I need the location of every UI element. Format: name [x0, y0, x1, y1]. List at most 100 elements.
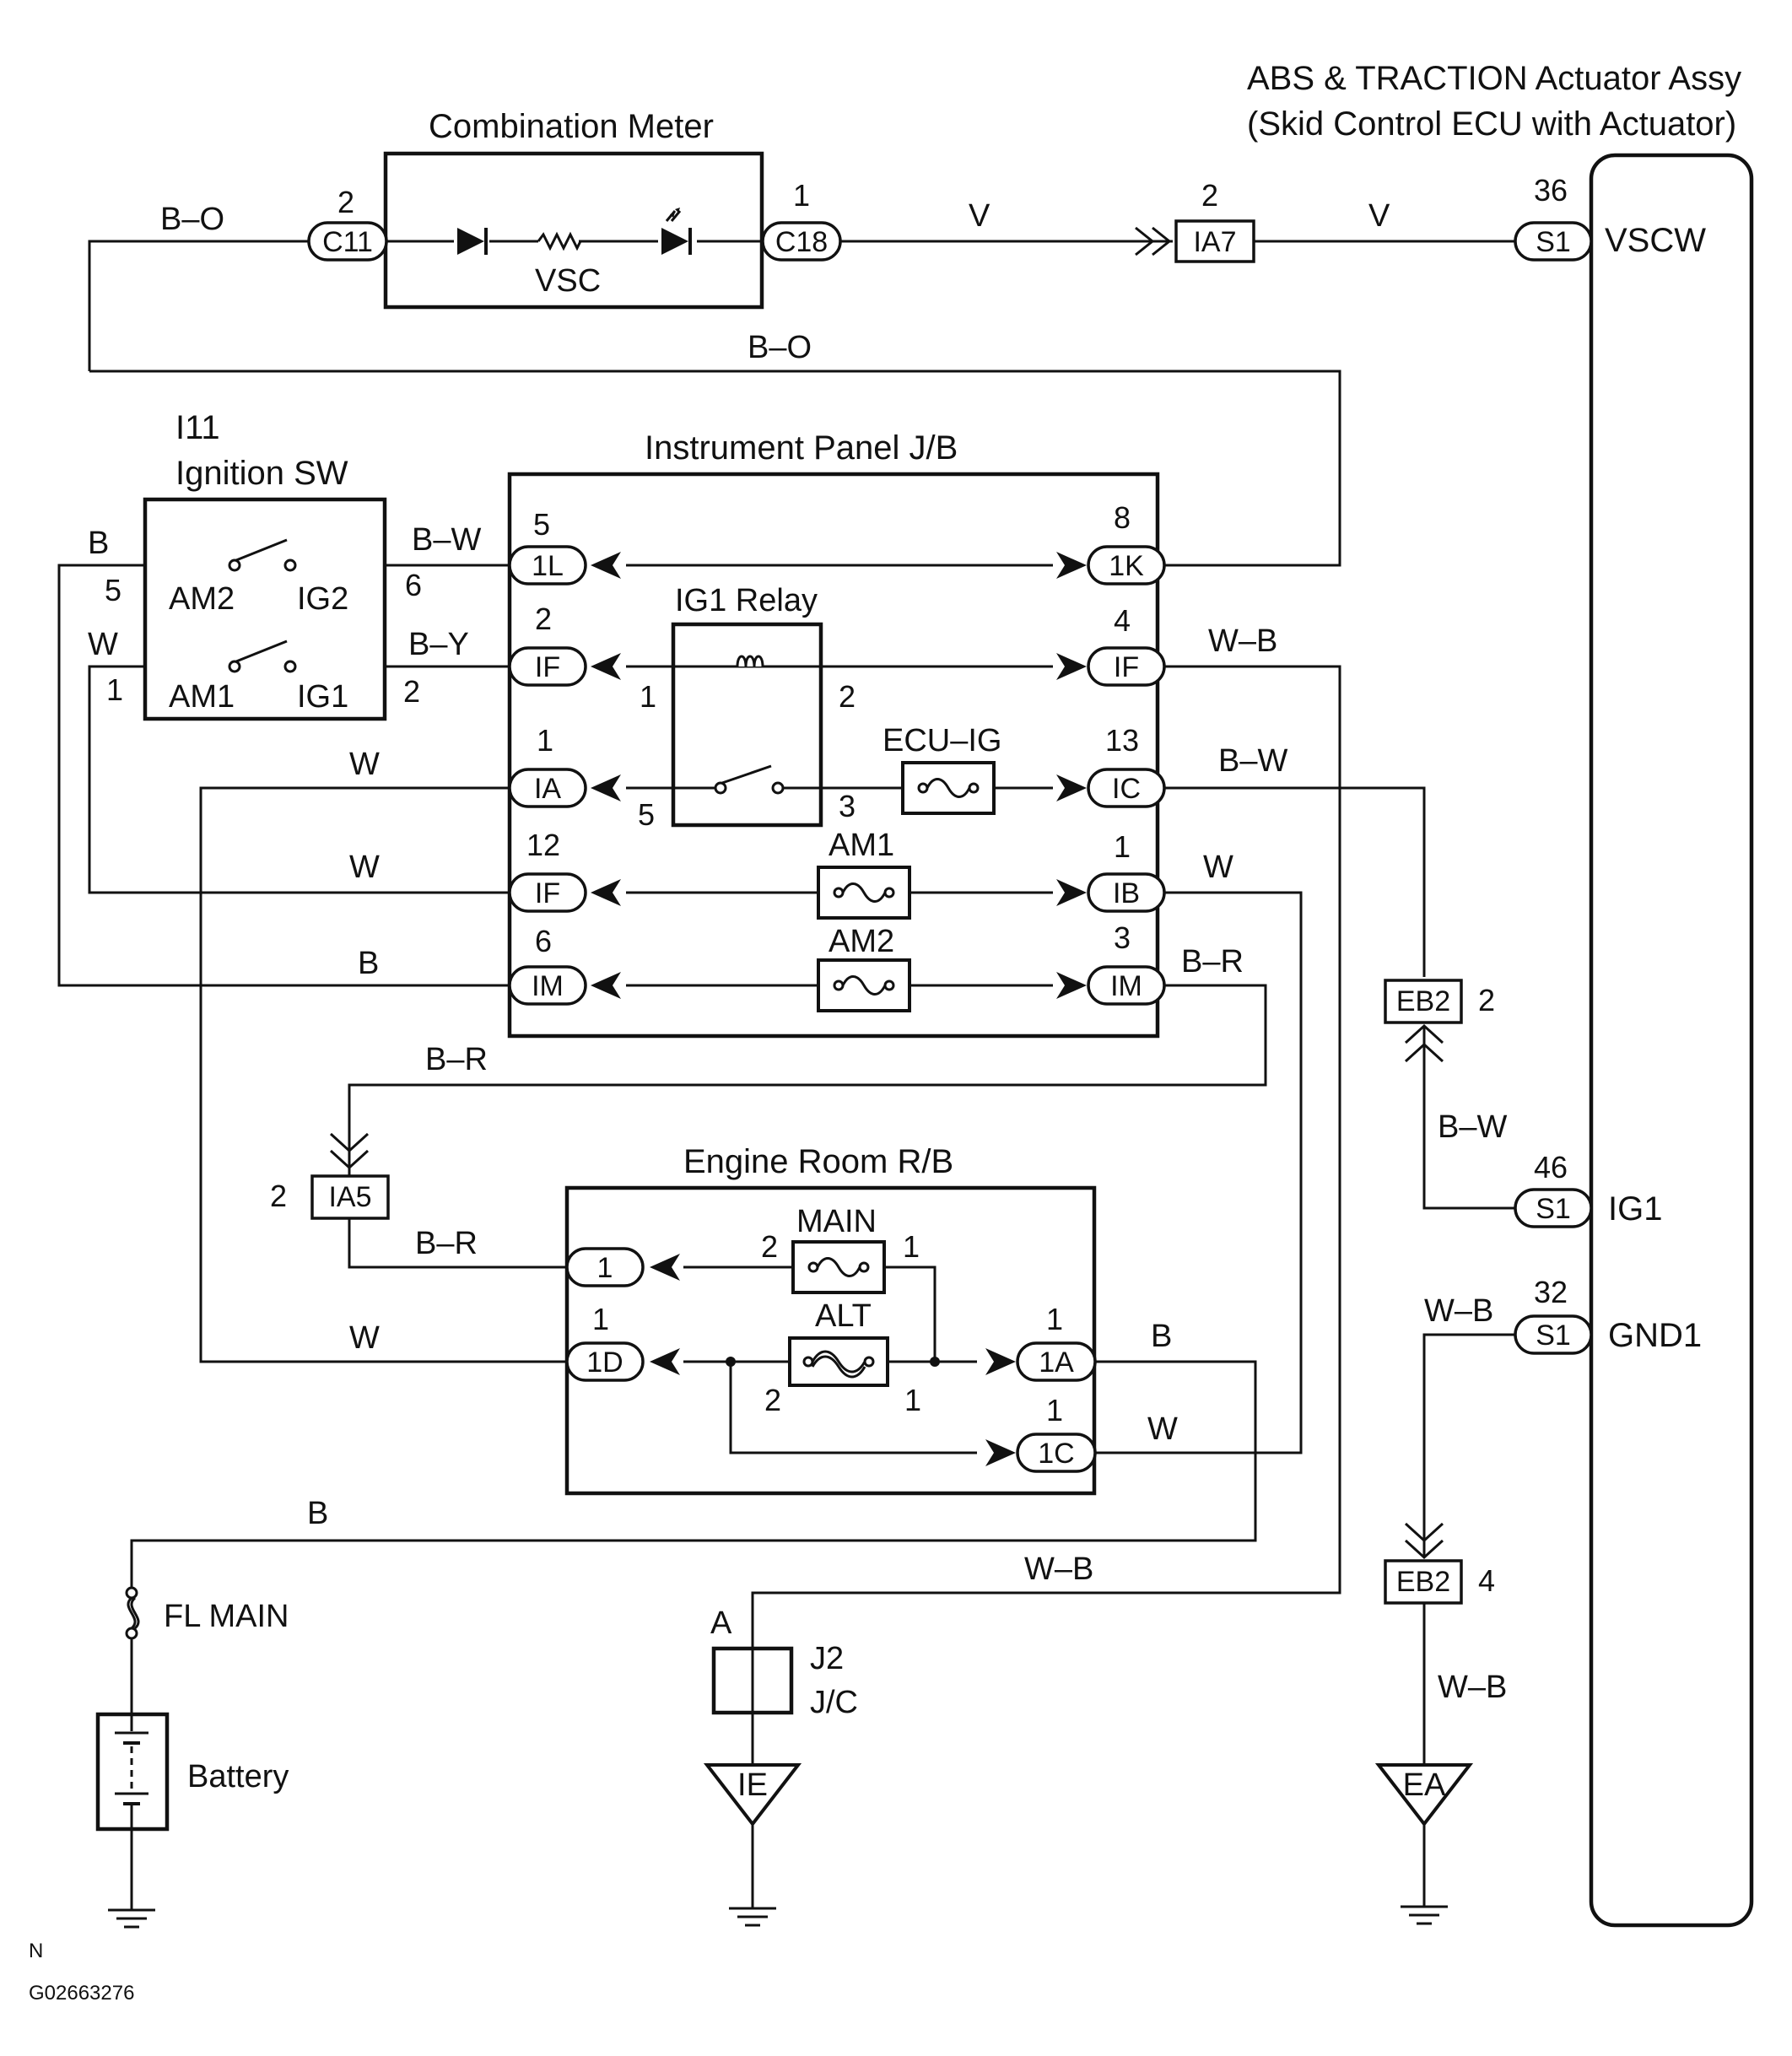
pin-relay-2: 2	[839, 679, 856, 714]
instrument-panel-jb-box	[507, 472, 1160, 1039]
wire-label-w-b-bottom: W–B	[1024, 1551, 1093, 1587]
footer-n: N	[29, 1940, 43, 1962]
connector-er-1d-label: 1D	[586, 1346, 623, 1379]
er-junction-right	[930, 1357, 940, 1367]
connector-eb2-top-label: EB2	[1396, 985, 1450, 1017]
vsc-label: VSC	[535, 263, 601, 299]
connector-er-1c-label: 1C	[1038, 1438, 1074, 1470]
ecu-ig-label: ECU–IG	[883, 723, 1001, 758]
pin-alt-1-bot: 1	[904, 1383, 921, 1417]
abs-actuator-box	[1589, 153, 1754, 1928]
connector-1k-label: 1K	[1109, 550, 1144, 582]
pin-ib: 1	[1114, 829, 1131, 864]
battery-label: Battery	[187, 1759, 289, 1794]
fl-main-fusible-link	[125, 1586, 140, 1640]
main-fuse	[791, 1240, 886, 1294]
wire-label-w-b-ea: W–B	[1438, 1670, 1507, 1705]
wire-b-o-top	[88, 240, 1341, 567]
ignition-sw-code: I11	[175, 409, 220, 446]
wire-label-b-w-right: B–W	[1218, 743, 1287, 779]
terminal-vscw: VSCW	[1605, 222, 1706, 259]
pin-s1-gnd1: 32	[1534, 1275, 1568, 1309]
wire-label-b-bat: B	[307, 1496, 328, 1531]
connector-er-1-label: 1	[597, 1252, 613, 1284]
pin-er-1d: 1	[592, 1302, 609, 1336]
connector-if-4-label: IF	[1114, 651, 1139, 683]
footer-code: G02663276	[29, 1982, 134, 2005]
am2-fuse	[817, 958, 911, 1012]
pin-relay-5: 5	[638, 797, 655, 832]
switch-ig2-label: IG2	[297, 581, 348, 617]
ignition-sw-title: Ignition SW	[175, 455, 348, 492]
pin-main-2: 2	[761, 1229, 778, 1264]
wire-label-v-left: V	[969, 198, 990, 234]
wire-label-w-1d: W	[349, 1320, 380, 1356]
pin-if-2: 2	[535, 602, 552, 636]
wire-b-r-ia5	[348, 1218, 567, 1269]
wire-b-battery	[130, 1360, 1257, 1588]
ground-ea-label: EA	[1403, 1767, 1446, 1803]
vsc-resistor-symbol	[537, 231, 582, 251]
main-fuse-label: MAIN	[796, 1204, 877, 1239]
abs-title-line2: (Skid Control ECU with Actuator)	[1247, 105, 1736, 143]
connector-er-1c	[1016, 1433, 1097, 1473]
battery-icon	[115, 1714, 148, 1829]
engine-room-rb-title: Engine Room R/B	[683, 1143, 953, 1180]
relay-switch-symbol	[714, 764, 785, 795]
ground-triangle-ea	[1374, 1763, 1474, 1827]
connector-ia5-label: IA5	[328, 1181, 371, 1213]
ia5-chevrons	[329, 1132, 370, 1170]
vsc-led-symbol	[661, 208, 692, 255]
engine-room-rb-box	[564, 1185, 1097, 1496]
wire-label-w-if: W	[349, 850, 380, 885]
wire-label-b-y-sw: B–Y	[408, 627, 469, 662]
relay-coil-symbol	[736, 655, 764, 667]
switch-am1-label: AM1	[169, 679, 235, 715]
connector-im-6-label: IM	[532, 970, 564, 1002]
pin-sw-ig1: 2	[403, 674, 420, 709]
ia7-chevrons	[1135, 226, 1172, 256]
wire-label-b-1a: B	[1151, 1319, 1172, 1354]
pin-sw-am1: 1	[106, 672, 123, 707]
connector-ib-label: IB	[1113, 877, 1140, 909]
ig1-relay-box	[671, 622, 823, 828]
jb-left-arrows	[591, 552, 621, 999]
wire-label-b-r-loop: B–R	[425, 1042, 488, 1077]
am1-fuse	[817, 866, 911, 920]
j2-label: J2	[810, 1641, 844, 1676]
pin-im-3: 3	[1114, 920, 1131, 955]
ground-icon-battery	[106, 1898, 157, 1929]
wire-label-w-ib: W	[1203, 850, 1233, 885]
connector-er-1	[565, 1247, 645, 1287]
fl-main-label: FL MAIN	[164, 1599, 289, 1634]
wire-label-b-r-ia5: B–R	[415, 1226, 478, 1261]
jc-label: J/C	[810, 1685, 858, 1720]
pin-if-4: 4	[1114, 603, 1131, 638]
connector-1l	[508, 545, 587, 586]
connector-s1-vscw-label: S1	[1536, 226, 1571, 258]
connector-ia	[508, 768, 587, 808]
jb-right-arrows	[1056, 552, 1087, 999]
pin-relay-3: 3	[839, 789, 856, 823]
pin-c18: 1	[793, 178, 810, 213]
terminal-ig1: IG1	[1608, 1190, 1662, 1228]
switch-ig1-label: IG1	[297, 679, 348, 715]
connector-ia7	[1174, 219, 1255, 263]
pin-ia5: 2	[270, 1179, 287, 1213]
ignition-sw-box	[143, 497, 387, 721]
connector-er-1a-label: 1A	[1039, 1346, 1074, 1379]
connector-if-12-label: IF	[535, 877, 560, 909]
pin-eb2-bottom: 4	[1478, 1563, 1495, 1598]
vsc-diode-symbol	[457, 228, 488, 255]
wire-label-b-o-mid: B–O	[748, 330, 812, 365]
jb-left-wires	[57, 564, 567, 1363]
connector-er-1d	[565, 1341, 645, 1382]
pin-main-1: 1	[903, 1229, 920, 1264]
wire-label-w-sw: W	[88, 627, 118, 662]
wire-label-b-im: B	[358, 946, 379, 981]
pin-if-12: 12	[526, 828, 560, 862]
pin-im-6: 6	[535, 924, 552, 958]
wire-b-w-eb2	[1422, 1026, 1515, 1210]
pin-ia: 1	[537, 723, 553, 758]
